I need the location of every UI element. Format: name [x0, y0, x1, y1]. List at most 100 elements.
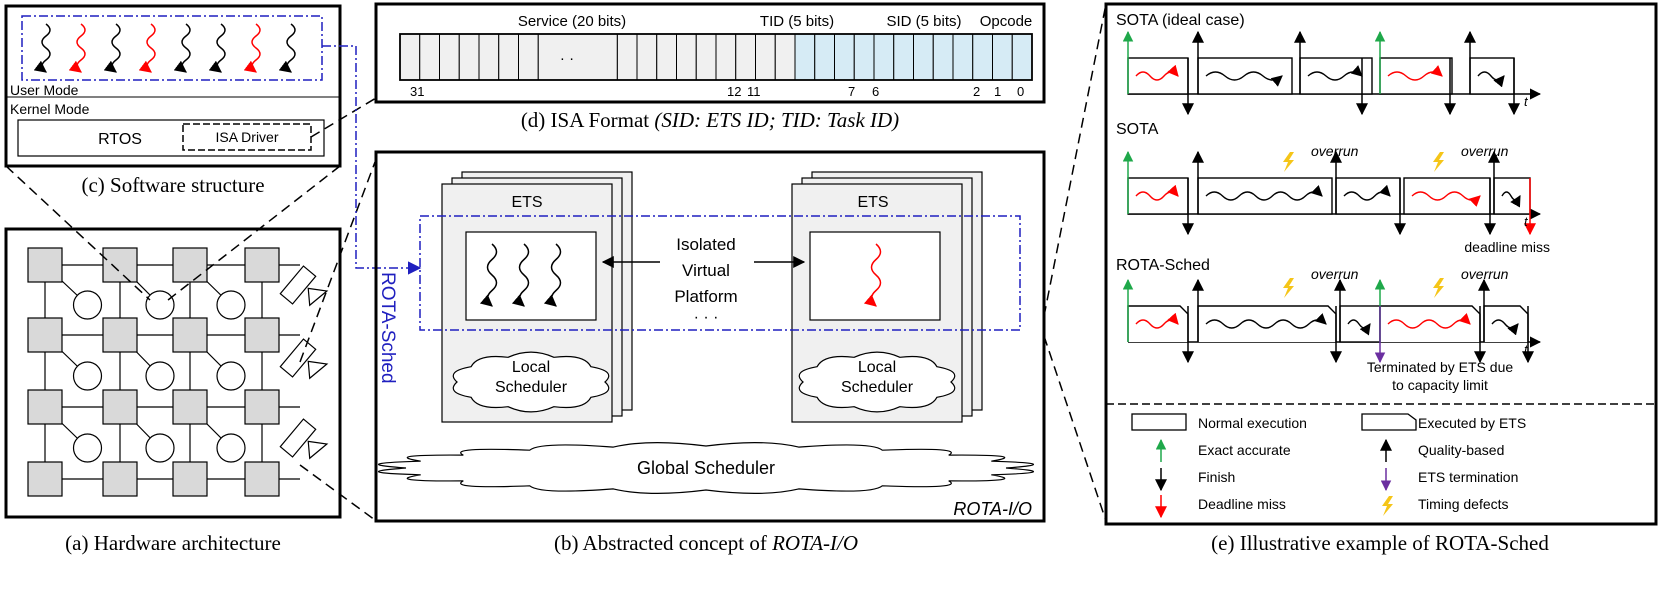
bit-cell	[656, 33, 677, 81]
bit-cell	[676, 33, 697, 81]
bit-cell	[794, 33, 816, 81]
core-circle	[145, 290, 175, 320]
io-accelerator	[279, 338, 329, 380]
caption-c: (c) Software structure	[81, 173, 264, 197]
tid-field-label: TID (5 bits)	[760, 13, 834, 30]
accelerator-body	[279, 418, 317, 458]
service-field-label: Service (20 bits)	[518, 13, 626, 30]
router-node	[244, 247, 280, 283]
bit-cell	[853, 33, 875, 81]
user-tasks-box	[21, 15, 323, 81]
bit-cell	[873, 33, 895, 81]
caption-d-italic: (SID: ETS ID; TID: Task ID)	[654, 108, 899, 132]
bit-cell	[735, 33, 756, 81]
bit-cell	[1011, 33, 1033, 81]
legend-defects: Timing defects	[1418, 496, 1509, 512]
panel-a-hardware-architecture: (a) Hardware architecture	[4, 227, 342, 555]
zoom-line-a-b-high	[299, 161, 376, 363]
local-scheduler-right-l1: Local	[858, 359, 896, 376]
local-scheduler-right-cloud	[798, 351, 956, 413]
accelerator-port	[307, 287, 329, 307]
r2-job-3-work	[1343, 184, 1391, 201]
r2-job-1-work	[1135, 184, 1179, 201]
isa-word-outline	[399, 33, 1033, 81]
r3-job-3-work	[1347, 319, 1371, 336]
r2-job-5	[1493, 177, 1531, 215]
platform-dots: · · ·	[694, 309, 719, 326]
caption-b: (b) Abstracted concept of ROTA-I/O	[554, 531, 858, 555]
local-scheduler-left-cloud	[452, 351, 610, 413]
ets-left-task-3	[543, 243, 562, 307]
router-node	[244, 317, 280, 353]
r2-job-5-work	[1501, 191, 1521, 208]
zoom-line-a-c-left	[5, 165, 151, 301]
ets-left-label: ETS	[511, 194, 542, 211]
router-node	[172, 317, 208, 353]
bit-0: 0	[1017, 84, 1024, 99]
isolated-label-2: Virtual	[682, 261, 730, 280]
user-task-6	[208, 23, 226, 73]
global-scheduler-cloud	[378, 442, 1034, 494]
core-circle	[216, 433, 246, 463]
accelerator-port	[307, 360, 329, 380]
bit-2: 2	[973, 84, 980, 99]
rota-io-corner-label: ROTA-I/O	[953, 499, 1032, 519]
legend-exact: Exact accurate	[1198, 442, 1291, 458]
local-scheduler-right-l2: Scheduler	[841, 379, 914, 396]
legend-normal: Normal execution	[1198, 415, 1307, 431]
r1-job-4-work	[1387, 65, 1443, 81]
ets-right-task-1	[863, 243, 882, 307]
terminated-note-1: Terminated by ETS due	[1367, 359, 1514, 375]
io-accelerator	[279, 265, 329, 307]
row-title-sota-ideal: SOTA (ideal case)	[1116, 12, 1245, 29]
legend-defects-bolt	[1382, 496, 1393, 516]
router-node	[172, 389, 208, 425]
bit-cell	[518, 33, 539, 81]
user-mode-label: User Mode	[10, 82, 79, 98]
bit-11: 11	[747, 84, 761, 99]
router-node	[102, 389, 138, 425]
bit-cell	[458, 33, 480, 81]
bit-cell	[972, 33, 993, 81]
local-scheduler-left-l1: Local	[512, 359, 550, 376]
r3-overrun-bolt-1	[1283, 278, 1294, 298]
caption-a: (a) Hardware architecture	[65, 531, 281, 555]
user-task-squiggles	[33, 23, 296, 73]
core-circle	[72, 361, 103, 391]
user-task-7	[243, 23, 261, 73]
core-circle	[216, 290, 246, 320]
overrun-label-4: overrun	[1461, 266, 1509, 282]
r3-job-5	[1483, 305, 1529, 342]
rtos-label: RTOS	[98, 131, 142, 148]
opcode-field-label: Opcode	[980, 13, 1033, 30]
isa-bit-cells	[399, 33, 1033, 81]
router-node	[172, 461, 208, 497]
core-circle	[145, 433, 175, 463]
bit-cell	[774, 33, 796, 81]
isolated-label-1: Isolated	[676, 235, 736, 254]
bit-cell	[695, 33, 717, 81]
user-task-1	[33, 23, 51, 73]
axis-label-t-3: t	[1524, 342, 1529, 357]
r1-job-1-work	[1135, 64, 1179, 81]
r2-job-4-work	[1411, 191, 1481, 207]
panel-d-isa-format: Service (20 bits) TID (5 bits) SID (5 bi…	[374, 2, 1046, 132]
bit-cell	[478, 33, 500, 81]
axis-label-t-2: t	[1524, 214, 1529, 229]
router-node	[27, 247, 63, 283]
r1-job-3-work	[1307, 65, 1363, 81]
bit-cell	[952, 33, 974, 81]
router-node	[244, 389, 280, 425]
zoom-line-a-b-low	[299, 464, 376, 521]
bit-cell	[498, 33, 519, 81]
ets-left-task-2	[511, 243, 530, 307]
service-ellipsis: · ·	[560, 50, 574, 67]
legend-marks	[1131, 413, 1417, 519]
r1-job-5	[1469, 57, 1515, 95]
rota-sched-side-label: ROTA-Sched	[377, 272, 398, 384]
bit-cell	[893, 33, 914, 81]
router-node	[172, 247, 208, 283]
rota-sched-link	[322, 45, 422, 275]
isolated-label-3: Platform	[674, 287, 737, 306]
